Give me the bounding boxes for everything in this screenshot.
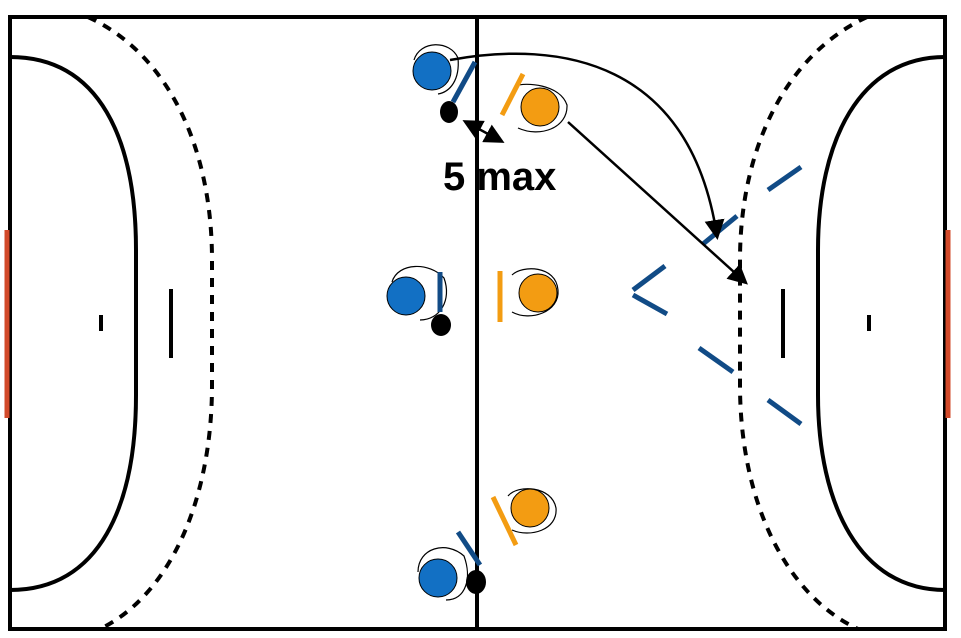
- defense-mark: [766, 397, 803, 427]
- player-facing-arc: [417, 547, 468, 601]
- blue-player-middle: [386, 265, 451, 336]
- orange-player-body: [520, 87, 560, 127]
- orange-player-top: [499, 72, 568, 133]
- defense-mark: [697, 345, 735, 375]
- left-free-throw-line: [87, 15, 214, 631]
- curved-run-arrow: [449, 52, 725, 240]
- defense-mark: [631, 264, 667, 292]
- diagonal-run-arrow: [567, 121, 748, 285]
- right-free-throw-line: [738, 15, 868, 631]
- ball: [431, 314, 451, 336]
- ball: [440, 101, 458, 123]
- left-goal-area-line: [9, 55, 138, 592]
- player-facing-arc: [391, 265, 448, 321]
- player-facing-arc: [511, 268, 559, 317]
- blue-player-body: [412, 51, 452, 91]
- orange-player-body: [518, 273, 558, 313]
- player-facing-arc: [514, 83, 568, 133]
- orange-player-middle: [497, 268, 559, 322]
- orange-player-arm: [490, 495, 519, 547]
- ball: [466, 570, 486, 594]
- orange-player-arm: [499, 72, 526, 117]
- distance-label: 5 max: [443, 155, 556, 199]
- defense-mark: [631, 292, 669, 317]
- blue-player-bottom: [417, 530, 486, 601]
- defense-mark: [766, 164, 803, 193]
- orange-player-body: [510, 488, 550, 528]
- distance-arrow: [462, 120, 505, 143]
- orange-player-bottom: [490, 488, 557, 547]
- blue-player-top: [412, 44, 478, 123]
- blue-player-arm: [450, 60, 478, 104]
- blue-player-arm: [455, 530, 483, 567]
- player-facing-arc: [507, 488, 557, 534]
- player-facing-arc: [413, 44, 459, 95]
- right-goal-area-line: [816, 55, 946, 592]
- blue-player-body: [386, 276, 426, 316]
- blue-player-body: [418, 558, 458, 598]
